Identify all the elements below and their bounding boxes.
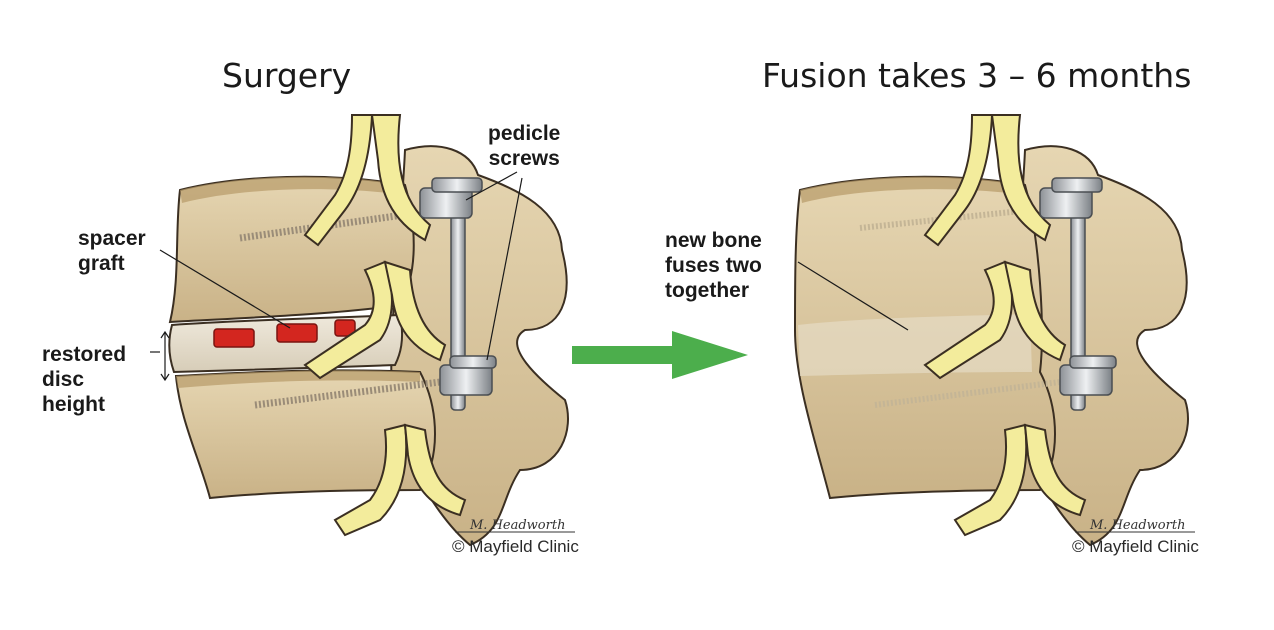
restored-disc-height-line1: restored [42, 342, 126, 367]
illustrator-signature: M. Headworth [470, 518, 565, 533]
pedicle-screws-label: pedicle screws [488, 121, 560, 171]
pedicle-screw-head [440, 365, 492, 395]
progression-arrow [572, 331, 748, 379]
pedicle-screw-head [1060, 365, 1112, 395]
restored-disc-height-label: restored disc height [42, 342, 126, 417]
surgery-illustration [150, 115, 575, 545]
new-bone-line3: together [665, 278, 762, 303]
graft-block [214, 329, 254, 347]
new-bone-label: new bone fuses two together [665, 228, 762, 303]
copyright-credit: © Mayfield Clinic [1072, 537, 1199, 557]
fusion-illustration [795, 115, 1195, 545]
spacer-graft-line2: graft [78, 251, 146, 276]
new-bone-line2: fuses two [665, 253, 762, 278]
graft-block [277, 324, 317, 342]
copyright-credit: © Mayfield Clinic [452, 537, 579, 557]
pedicle-screws-line1: pedicle [488, 121, 560, 146]
illustrator-signature: M. Headworth [1090, 518, 1185, 533]
new-bone-line1: new bone [665, 228, 762, 253]
spacer-graft-line1: spacer [78, 226, 146, 251]
restored-disc-height-line2: disc [42, 367, 126, 392]
restored-disc-height-line3: height [42, 392, 126, 417]
spacer-graft-label: spacer graft [78, 226, 146, 276]
pedicle-screws-line2: screws [488, 146, 560, 171]
